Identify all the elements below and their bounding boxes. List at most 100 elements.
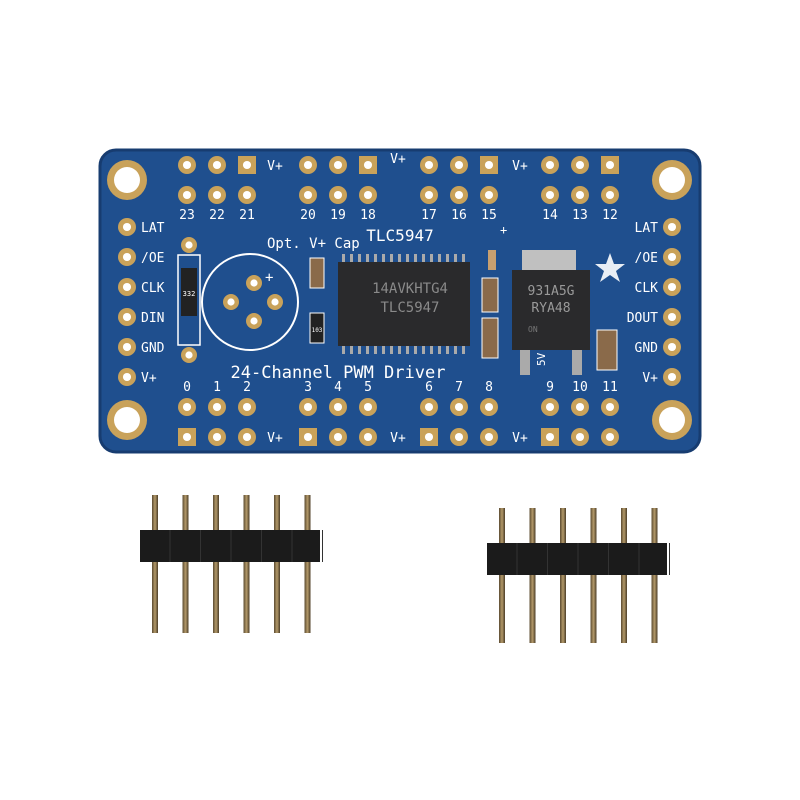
regulator-tab <box>522 250 576 272</box>
chip-leg <box>374 254 377 264</box>
channel-label: 12 <box>602 208 618 223</box>
pad-hole <box>667 372 677 382</box>
pad-hole <box>250 317 258 325</box>
pad-hole <box>242 432 252 442</box>
channel-label: 7 <box>455 380 463 395</box>
left-pin-label: GND <box>141 341 165 356</box>
pad-hole <box>667 282 677 292</box>
chip-leg <box>454 254 457 264</box>
channel-label: 1 <box>213 380 221 395</box>
chip-leg <box>430 344 433 354</box>
chip-leg <box>422 254 425 264</box>
left-pin-label: LAT <box>141 221 165 236</box>
pad-hole <box>424 190 434 200</box>
vplus-label: V+ <box>390 152 406 167</box>
pad-hole <box>182 432 192 442</box>
pad-hole <box>363 402 373 412</box>
resistor <box>181 268 197 316</box>
chip-leg <box>398 254 401 264</box>
mounting-hole-center <box>659 167 685 193</box>
mounting-hole-center <box>114 407 140 433</box>
pad-hole <box>122 342 132 352</box>
chip-leg <box>358 344 361 354</box>
chip-leg <box>366 254 369 264</box>
chip-label: TLC5947 <box>366 226 433 245</box>
chip-leg <box>438 254 441 264</box>
header-pin <box>621 508 627 643</box>
right-pin-label: DOUT <box>627 311 658 326</box>
vplus-label: V+ <box>267 159 283 174</box>
right-pin-label: /OE <box>635 251 658 266</box>
chip-leg <box>342 344 345 354</box>
header-pin <box>274 495 280 633</box>
chip-leg <box>358 254 361 264</box>
pad-hole <box>122 222 132 232</box>
pad-hole <box>454 160 464 170</box>
resistor2-marking: 103 <box>312 327 323 334</box>
left-pin-label: CLK <box>141 281 165 296</box>
chip-leg <box>462 254 465 264</box>
pad-hole <box>605 190 615 200</box>
pad-hole <box>122 372 132 382</box>
pad-hole <box>575 160 585 170</box>
pad-hole <box>484 160 494 170</box>
header-pin <box>182 495 189 633</box>
channel-label: 18 <box>360 208 376 223</box>
channel-label: 9 <box>546 380 554 395</box>
reg-5v-label: 5V <box>535 352 548 366</box>
pad-hole <box>363 160 373 170</box>
header-pin <box>651 508 658 643</box>
on-semi-logo: ON <box>528 325 538 334</box>
left-pin-label: V+ <box>141 371 157 386</box>
left-pin-label: DIN <box>141 311 164 326</box>
header-pin <box>529 508 536 643</box>
tlc5947-chip <box>338 262 470 346</box>
capacitor-3 <box>481 317 499 359</box>
channel-label: 15 <box>481 208 497 223</box>
chip-leg <box>422 344 425 354</box>
chip-leg <box>390 344 393 354</box>
channel-label: 14 <box>542 208 558 223</box>
chip-leg <box>414 344 417 354</box>
pad-hole <box>363 190 373 200</box>
capacitor-4 <box>596 329 618 371</box>
led-plus: + <box>500 223 507 237</box>
regulator-marking-2: RYA48 <box>531 301 570 316</box>
channel-label: 8 <box>485 380 493 395</box>
pad-hole <box>122 282 132 292</box>
chip-leg <box>390 254 393 264</box>
chip-marking-1: 14AVKHTG4 <box>372 281 448 297</box>
pad-hole <box>122 312 132 322</box>
capacitor-2 <box>481 277 499 313</box>
pad-hole <box>605 160 615 170</box>
pin-header <box>140 495 323 633</box>
pad-hole <box>667 312 677 322</box>
chip-leg <box>414 254 417 264</box>
channel-label: 6 <box>425 380 433 395</box>
pad-hole <box>667 222 677 232</box>
channel-label: 23 <box>179 208 195 223</box>
cap-label: Opt. V+ Cap <box>267 236 360 252</box>
pad-hole <box>182 160 192 170</box>
pad-hole <box>212 432 222 442</box>
header-pin <box>590 508 597 643</box>
pad-hole <box>185 351 193 359</box>
header-pin <box>560 508 566 643</box>
vplus-label: V+ <box>267 431 283 446</box>
right-pin-label: LAT <box>635 221 659 236</box>
channel-label: 17 <box>421 208 437 223</box>
pad-hole <box>242 160 252 170</box>
pad-hole <box>227 298 235 306</box>
vplus-label: V+ <box>512 431 528 446</box>
chip-leg <box>430 254 433 264</box>
chip-leg <box>446 254 449 264</box>
right-pin-label: V+ <box>642 371 658 386</box>
mounting-hole-center <box>659 407 685 433</box>
header-pin <box>243 495 250 633</box>
chip-leg <box>398 344 401 354</box>
left-pin-label: /OE <box>141 251 164 266</box>
pad-hole <box>250 279 258 287</box>
regulator-leg <box>520 350 530 375</box>
